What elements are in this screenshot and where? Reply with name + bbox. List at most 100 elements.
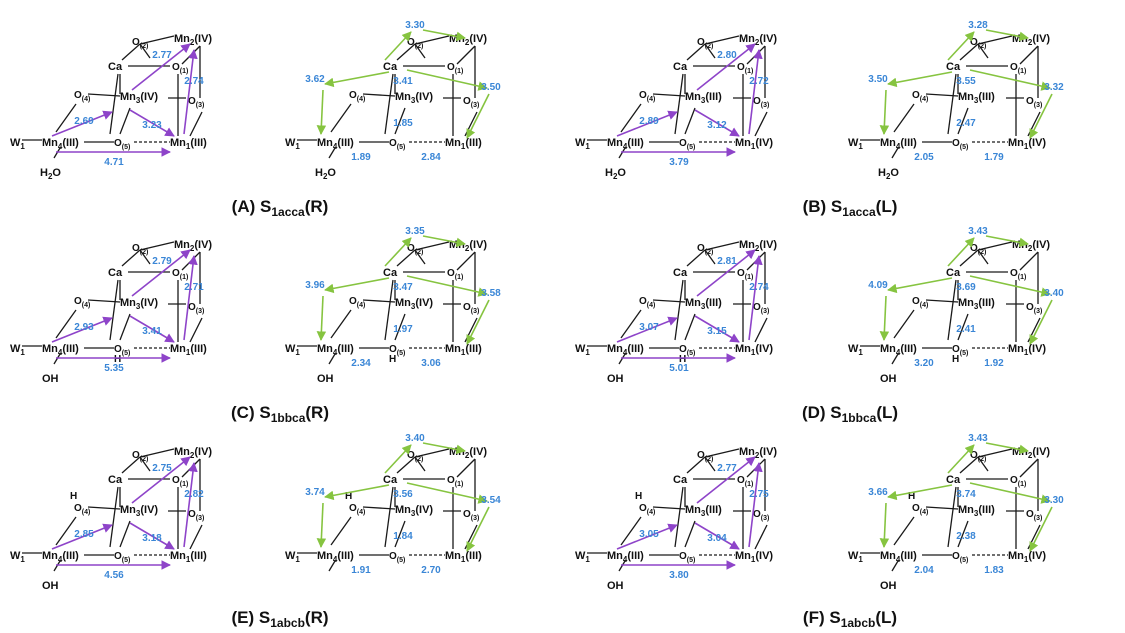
arrow-ca-left [324,484,390,501]
atom-o5-h: H [114,354,121,365]
atom-o2: O(2) [697,243,713,256]
atom-mn3: Mn3(III) [685,91,722,105]
atom-o5-h: H [389,354,396,365]
arrow-o1-mn2 [696,43,756,91]
dist-o1-mn2: 2.80 [717,50,737,61]
atom-o1: O(1) [447,475,463,488]
dist-ca-mn1: 3.40 [1044,288,1064,299]
atom-mn4: Mn4(III) [42,343,79,357]
bond-o4-mn4 [620,309,642,339]
atom-mn4: Mn4(III) [880,137,917,151]
dist-mn4-o5: 3.07 [639,322,659,333]
atom-o5: O(5) [114,551,130,564]
atom-mn2: Mn2(IV) [449,33,487,47]
arrow-right-mn1 [1029,299,1053,345]
atom-mn2: Mn2(IV) [449,446,487,460]
atom-mn1: Mn1(IV) [735,343,773,357]
arrow-ca-top [947,31,975,61]
atom-mn2: Mn2(IV) [739,33,777,47]
arrow-right-mn1 [1029,506,1053,552]
atom-ca: Ca [946,474,961,486]
dist-o1-mn2: 2.77 [152,50,172,61]
atom-water: H2O [878,167,899,181]
dist-mn4-mn1: 4.71 [104,157,124,168]
dist-ca-mn4: 3.74 [305,487,325,498]
dist-ca-top: 3.40 [405,433,425,444]
bond-o4-mn4 [55,516,77,546]
arrow-mn4-o5 [616,316,678,343]
atom-hydroxide: OH [317,373,334,385]
arrow-ca-right [406,69,488,91]
atom-o4: O(4) [74,503,90,516]
atom-ca: Ca [383,474,398,486]
bond-mn3-o5 [119,520,131,548]
dist-mn4-o5: 2.89 [639,116,659,127]
bond-o2-ca [959,456,979,474]
arrow-left-mn4 [879,295,890,341]
bond-o2-ca [396,43,416,61]
bond-o3-mn1 [754,524,768,550]
bond-o2-mn2 [139,35,175,45]
bond-o2-o1side [139,456,151,472]
atom-ca: Ca [673,474,688,486]
dist-mn3-mn2: 2.74 [749,282,769,293]
bond-o4-mn4 [620,516,642,546]
dist-mn4-o5: 3.20 [914,358,934,369]
atom-o5: O(5) [389,551,405,564]
atom-mn4: Mn4(III) [317,343,354,357]
bond-mn4-term [328,560,336,572]
bond-o3-mn1 [464,524,478,550]
atom-w1: W1 [10,137,25,151]
atom-mn1: Mn1(IV) [735,550,773,564]
atom-mn1: Mn1(III) [445,550,482,564]
arrow-o5-mn1 [129,522,175,550]
bond-o4-mn4 [55,103,77,133]
atom-o2: O(2) [970,37,986,50]
dist-ca-top: 3.43 [968,433,988,444]
atom-mn3: Mn3(III) [958,91,995,105]
dist-mn3-mn2: 2.75 [749,489,769,500]
atom-o2: O(2) [697,450,713,463]
atom-hydroxide: OH [42,580,59,592]
bond-mn4-term [53,353,61,365]
dist-mn4-o5: 1.89 [351,152,371,163]
atom-o1: O(1) [737,268,753,281]
bond-ca-o5 [947,73,957,135]
atom-o1: O(1) [1010,475,1026,488]
bond-o2-ca [959,249,979,267]
atom-mn1: Mn1(IV) [1008,550,1046,564]
dist-mn4-o5: 2.93 [74,322,94,333]
bond-o2-ca [686,249,706,267]
atom-mn4: Mn4(III) [880,343,917,357]
bond-ca-o5 [947,486,957,548]
arrow-mn3-mn2 [748,462,763,548]
atom-mn1: Mn1(III) [445,343,482,357]
bond-o3-mn1 [189,317,203,343]
arrow-mn3-mn2 [183,462,198,548]
dist-mn3-o5: 1.85 [393,118,413,129]
dist-mn3-mn2: 2.74 [184,76,204,87]
arrow-o1-mn2 [131,249,191,297]
atom-mn2: Mn2(IV) [1012,446,1050,460]
bond-o2-mn2 [414,448,450,458]
bond-mn4-term [328,147,336,159]
dist-ca-mn4: 3.96 [305,280,325,291]
atom-ca: Ca [108,61,123,73]
atom-o5: O(5) [679,551,695,564]
atom-o5: O(5) [679,138,695,151]
dist-o5-mn1: 1.83 [984,565,1004,576]
arrow-ca-right [969,275,1051,297]
bond-o2-o1side [704,43,716,59]
atom-o3: O(3) [463,96,479,109]
atom-o5: O(5) [389,138,405,151]
atom-mn2: Mn2(IV) [174,446,212,460]
arrow-ca-top [947,237,975,267]
atom-mn1: Mn1(III) [170,343,207,357]
atom-o4-h: H [70,491,77,502]
arrow-ca-left [324,277,390,294]
bond-o3-mn1 [754,111,768,137]
